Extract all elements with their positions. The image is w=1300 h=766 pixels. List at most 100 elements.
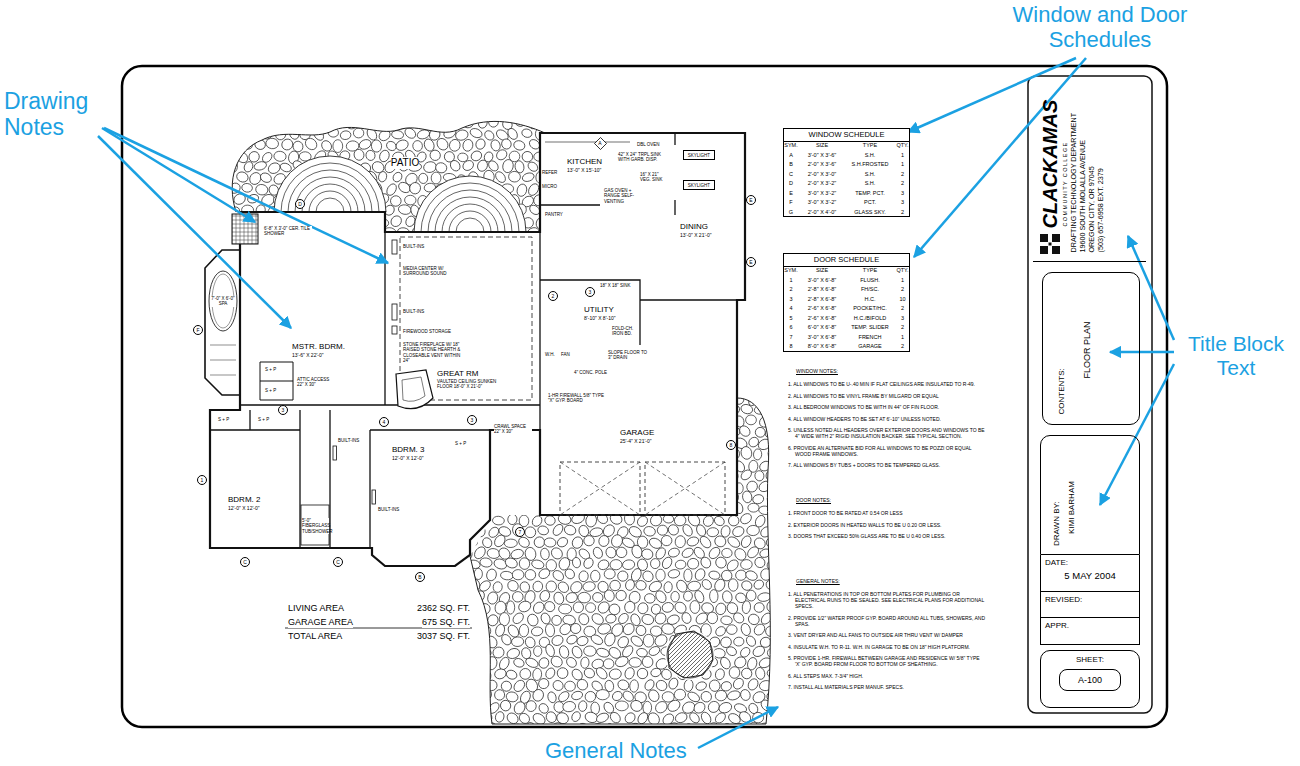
paving-stone — [772, 568, 784, 581]
paving-stone — [583, 645, 596, 656]
table-cell: 1 — [895, 333, 910, 343]
paving-stone — [512, 678, 527, 693]
paving-stone — [486, 548, 500, 560]
paving-stone — [583, 535, 595, 547]
paving-stone — [767, 648, 779, 659]
paving-stone — [453, 712, 465, 722]
table-cell: 3'-0" X 6'-8" — [799, 276, 845, 286]
table-cell: 1 — [895, 151, 910, 161]
paving-stone — [726, 535, 742, 550]
table-title: WINDOW SCHEDULE — [784, 129, 909, 142]
college-address: (503) 657-6958 EXT. 2379 — [1095, 80, 1104, 262]
callout-number: E — [749, 260, 752, 265]
paving-stone — [524, 721, 539, 736]
table-cell: C — [783, 170, 799, 180]
paving-stone — [637, 602, 649, 615]
paving-stone — [605, 613, 617, 624]
general-note: 7. INSTALL ALL MATERIALS PER MANUF. SPEC… — [788, 684, 986, 690]
drawing-note: BUILT-INS — [338, 438, 359, 443]
drawing-note: 16" X 21" VEG. SINK — [640, 172, 670, 183]
paving-stone — [288, 126, 301, 141]
paving-stone — [641, 655, 654, 668]
table-cell: 2 — [783, 285, 799, 295]
paving-stone — [739, 534, 752, 549]
paving-stone — [608, 710, 622, 724]
paving-stone — [713, 534, 728, 549]
callout-tag: 4 — [379, 417, 389, 427]
paving-stone — [771, 502, 785, 515]
paving-stone — [512, 591, 525, 603]
paving-stone — [663, 581, 672, 593]
paving-stone — [748, 503, 759, 512]
paving-stone — [616, 723, 631, 737]
paving-stone — [715, 690, 728, 702]
paving-stone — [418, 107, 431, 119]
callout-number: 4 — [383, 420, 386, 425]
paving-stone — [462, 138, 474, 152]
table-cell: 2 — [895, 304, 910, 314]
spa-steps — [210, 345, 236, 375]
paving-stone — [474, 703, 485, 711]
table-cell: A — [783, 151, 799, 161]
rotated-text-frame: CLACKAMASCOMMUNITY COLLEGEDRAFTING TECHN… — [1033, 80, 1146, 262]
paving-stone — [467, 689, 477, 701]
table-cell: S.H.FROSTED — [845, 160, 895, 170]
paving-stone — [249, 107, 260, 118]
table-cell: 8 — [783, 342, 799, 352]
paving-stone — [577, 612, 590, 626]
paving-stone — [551, 523, 565, 538]
table-cell: 3 — [895, 198, 910, 208]
paving-stone — [595, 647, 610, 659]
paving-stone — [497, 724, 510, 736]
paving-stone — [494, 711, 505, 724]
paving-stone — [442, 104, 456, 118]
paving-stone — [687, 580, 701, 591]
paving-stone — [518, 468, 532, 483]
paving-stone — [229, 161, 239, 174]
paving-stone — [636, 711, 650, 726]
paving-stone — [720, 616, 732, 626]
paving-stone — [667, 677, 679, 691]
callout-number: 1 — [201, 478, 204, 483]
patio-step-line — [421, 183, 519, 232]
skylight-box: SKYLIGHT — [683, 150, 715, 160]
callout-number: E — [749, 198, 752, 203]
paving-stone — [474, 138, 486, 151]
area-text: 675 SQ. FT. — [422, 617, 470, 628]
table-cell: POCKET/HC. — [845, 304, 895, 314]
paving-stone — [551, 678, 565, 692]
paving-stone — [727, 514, 740, 527]
paving-stone — [279, 115, 294, 130]
patio-step-line — [302, 184, 358, 212]
paving-stone — [558, 645, 570, 660]
kitchen-counter — [545, 142, 630, 143]
drawing-note: 7'-0" X 6'-0" SPA — [210, 296, 236, 307]
drawing-note: S + P — [265, 388, 276, 393]
paving-stone — [549, 720, 565, 736]
paving-stone — [265, 137, 279, 149]
paving-stone — [614, 588, 628, 602]
paving-stone — [643, 525, 656, 537]
patio-step-line — [456, 218, 484, 232]
fireplace — [396, 370, 433, 409]
paving-stone — [370, 117, 384, 131]
paving-stone — [738, 424, 753, 439]
paving-stone — [391, 171, 403, 184]
paving-stone — [459, 655, 473, 668]
paving-stone — [398, 204, 412, 215]
patio-step-line — [295, 177, 365, 212]
room-dimension: 13'-6" X 22'-0" — [292, 352, 324, 358]
paving-stone — [615, 546, 628, 559]
paving-stone — [635, 624, 648, 637]
paving-stone — [562, 700, 576, 712]
paving-stone — [365, 149, 376, 161]
paving-stone — [646, 711, 662, 727]
drawing-note: SLOPE FLOOR TO 3" DRAIN — [608, 350, 652, 361]
table-cell: 1 — [895, 276, 910, 286]
paving-stone — [573, 601, 584, 613]
paving-stone — [626, 721, 642, 737]
table-cell: SYM. — [783, 266, 799, 276]
paving-stone — [541, 116, 555, 131]
paving-stone — [643, 701, 652, 714]
